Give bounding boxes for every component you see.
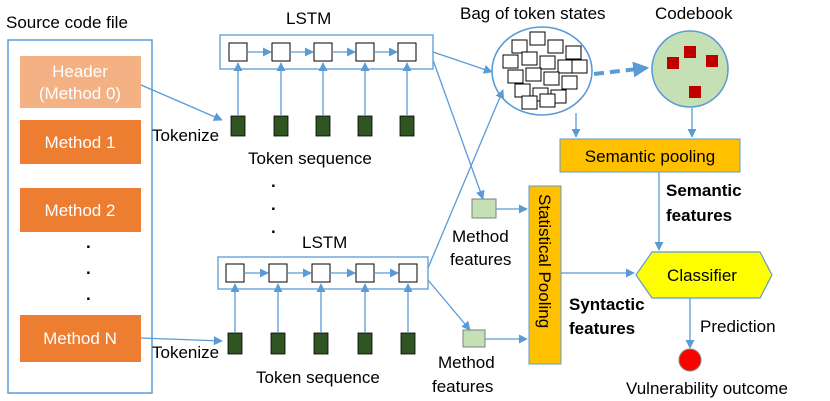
token — [315, 115, 331, 137]
method-1-label: Method 1 — [45, 133, 116, 152]
semantic-features-line1: Semantic — [666, 181, 742, 200]
syntactic-features-line1: Syntactic — [569, 295, 645, 314]
token-state — [539, 93, 556, 108]
token-state — [507, 69, 524, 84]
syntactic-features-line2: features — [569, 319, 635, 338]
lstm-cell — [225, 263, 245, 283]
method-1-box — [20, 120, 141, 164]
lstm-top-tokens — [230, 62, 415, 137]
semantic-pooling-box — [559, 138, 741, 173]
classifier-label: Classifier — [667, 266, 737, 285]
lstm-cell — [355, 42, 375, 62]
token — [399, 115, 415, 137]
codebook-entry — [706, 55, 718, 67]
arrow-bag-to-codebook — [593, 61, 650, 78]
method-n-label: Method N — [43, 329, 117, 348]
lstm-top-label: LSTM — [286, 9, 331, 28]
lstm-bottom-tokens — [227, 283, 416, 355]
token-state — [521, 51, 538, 66]
header-line1: Header — [52, 62, 108, 81]
arrow-lstm-top-to-bag — [432, 51, 493, 74]
token-state — [571, 59, 588, 74]
statistical-pooling-label: Statistical Pooling — [535, 194, 554, 328]
method-features-bottom-line1: Method — [438, 353, 495, 372]
token-state — [543, 71, 560, 86]
lstm-top-cells — [228, 42, 417, 62]
token-state — [565, 45, 582, 60]
arrow-lstm-top-to-method-features — [432, 59, 485, 200]
codebook-entry — [689, 86, 701, 98]
token-state — [525, 67, 542, 82]
bag-label: Bag of token states — [460, 4, 606, 23]
token-sequence-top-label: Token sequence — [248, 149, 372, 168]
method-2-label: Method 2 — [45, 201, 116, 220]
vulnerability-outcome-label: Vulnerability outcome — [626, 379, 788, 398]
method-n-box — [20, 315, 141, 362]
token — [273, 115, 289, 137]
token — [357, 115, 373, 137]
method-features-top-square — [471, 198, 497, 219]
token — [230, 115, 246, 137]
token-state — [514, 83, 531, 98]
ellipsis-dot: . — [271, 195, 276, 214]
arrow-method-n-to-tokens — [140, 336, 223, 346]
ellipsis-dot: . — [86, 233, 91, 252]
method-features-bottom-line2: features — [432, 377, 493, 396]
method-2-box — [20, 188, 141, 232]
semantic-features-line2: features — [666, 206, 732, 225]
ellipsis-dot: . — [271, 172, 276, 191]
token-state — [539, 55, 556, 70]
lstm-bottom-cells — [225, 263, 418, 283]
token-state — [511, 39, 528, 54]
lstm-cell — [268, 263, 288, 283]
ellipsis-dot: . — [86, 259, 91, 278]
lstm-cell — [398, 263, 418, 283]
ellipsis-dot: . — [86, 285, 91, 304]
token — [400, 332, 416, 355]
token-state — [529, 31, 546, 46]
token-state — [547, 39, 564, 54]
semantic-pooling-label: Semantic pooling — [585, 147, 715, 166]
lstm-cell — [313, 42, 333, 62]
header-method-box — [20, 56, 141, 108]
tokenize-bottom-label: Tokenize — [152, 343, 219, 362]
lstm-bottom-label: LSTM — [302, 233, 347, 252]
arrow-lstm-bottom-to-bag — [427, 89, 505, 269]
codebook-entry — [667, 57, 679, 69]
vulnerability-outcome-dot — [678, 348, 702, 372]
lstm-cell — [311, 263, 331, 283]
prediction-label: Prediction — [700, 317, 776, 336]
codebook-label: Codebook — [655, 4, 733, 23]
token — [313, 332, 329, 355]
method-features-bottom-square — [462, 329, 486, 348]
method-features-top-line1: Method — [452, 227, 509, 246]
classifier-hexagon — [635, 251, 773, 299]
token — [357, 332, 373, 355]
arrow-lstm-bottom-to-method-features — [427, 279, 471, 331]
lstm-cell — [228, 42, 248, 62]
tokenize-top-label: Tokenize — [152, 126, 219, 145]
arrow-header-to-tokens — [140, 84, 223, 121]
statistical-pooling-box — [528, 185, 562, 365]
codebook-circle — [651, 30, 729, 108]
codebook-entry — [684, 46, 696, 58]
ellipsis-dot: . — [271, 218, 276, 237]
token — [227, 332, 243, 355]
lstm-cell — [271, 42, 291, 62]
token-state — [502, 54, 519, 69]
bag-squares — [502, 31, 588, 110]
header-line2: (Method 0) — [39, 84, 121, 103]
token — [270, 332, 286, 355]
token-state — [557, 59, 574, 74]
method-features-top-line2: features — [450, 250, 511, 269]
lstm-cell — [397, 42, 417, 62]
lstm-cell — [355, 263, 375, 283]
token-state — [561, 75, 578, 90]
source-file-title: Source code file — [6, 13, 128, 32]
token-state — [521, 95, 538, 110]
token-sequence-bottom-label: Token sequence — [256, 368, 380, 387]
